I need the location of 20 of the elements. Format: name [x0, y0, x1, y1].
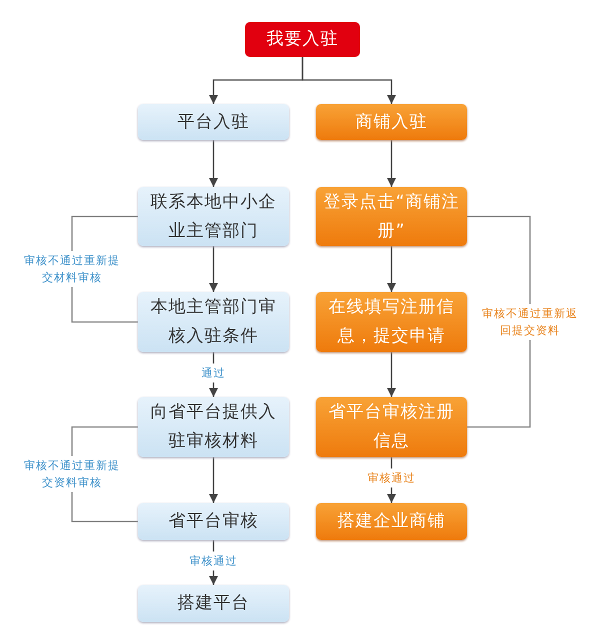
- connector-line: [467, 216, 531, 428]
- process-box: 本地主管部门审核入驻条件: [138, 292, 289, 352]
- arrow: [209, 140, 218, 187]
- process-box: 搭建平台: [138, 585, 289, 622]
- arrow: [209, 246, 218, 292]
- process-box: 向省平台提供入驻审核材料: [138, 397, 289, 457]
- arrow: [302, 57, 396, 104]
- arrow: [387, 352, 396, 397]
- arrow: [209, 457, 218, 503]
- process-box: 在线填写注册信息，提交申请: [316, 292, 467, 352]
- arrow: [387, 246, 396, 292]
- arrow: [387, 140, 396, 187]
- process-box: 搭建企业商铺: [316, 503, 467, 540]
- process-box: 商铺入驻: [316, 104, 467, 140]
- process-box: 省平台审核注册信息: [316, 397, 467, 457]
- process-box: 登录点击“商铺注册”: [316, 187, 467, 246]
- process-box: 省平台审核: [138, 503, 289, 540]
- process-box: 联系本地中小企业主管部门: [138, 187, 289, 246]
- start-box: 我要入驻: [245, 22, 360, 57]
- process-box: 平台入驻: [138, 104, 289, 140]
